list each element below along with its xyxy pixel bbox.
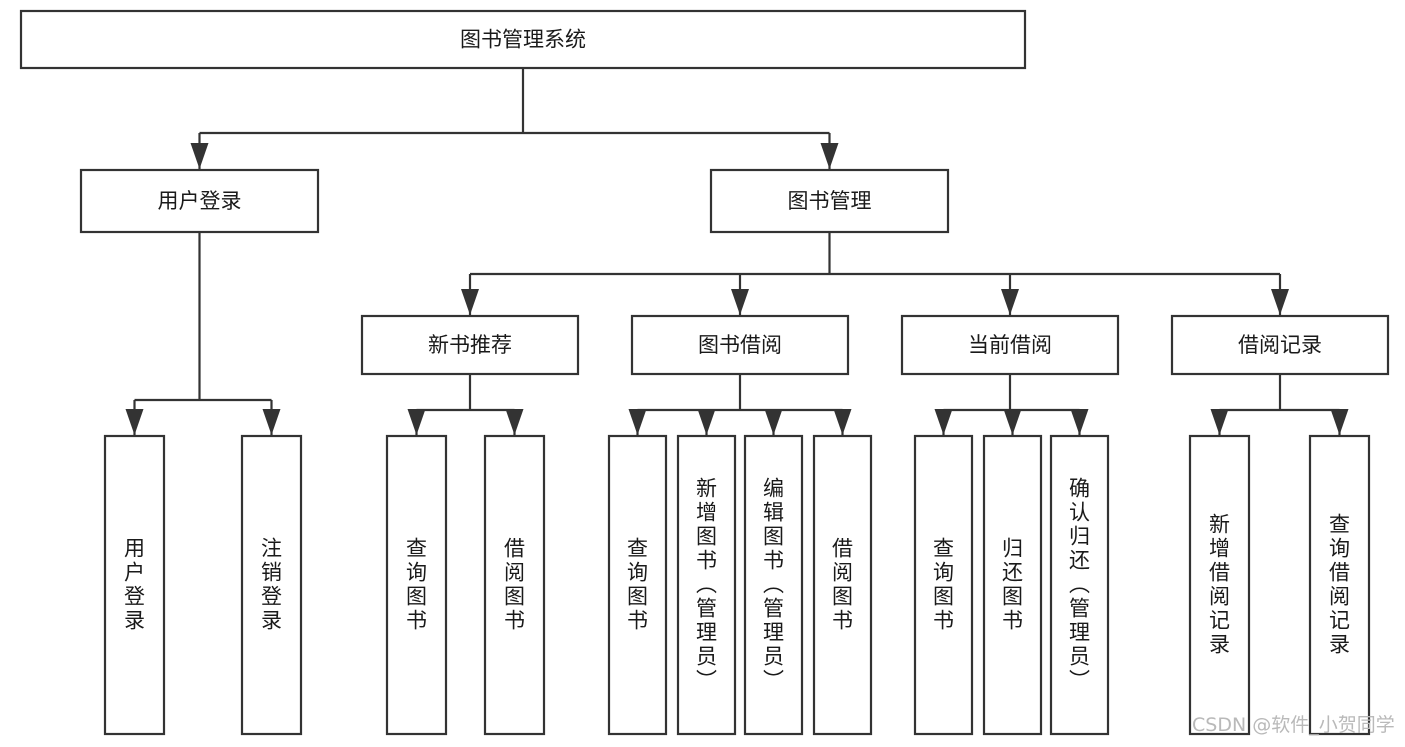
node-label-leaf-cur-query-book: 查询图书 <box>933 537 954 633</box>
arrow-head-icon-user-login <box>190 143 209 169</box>
node-box-leaf-borrow-query-book[interactable] <box>607 434 668 736</box>
node-label-leaf-rec-borrow-book: 借阅图书 <box>504 537 525 633</box>
node-box-leaf-borrow-edit-book[interactable] <box>743 434 804 736</box>
node-label-leaf-borrow-edit-book: 编辑图书︵管理员︶ <box>763 477 784 693</box>
node-label-leaf-borrow-query-book: 查询图书 <box>627 537 648 633</box>
node-label-borrow-record: 借阅记录 <box>1238 333 1322 357</box>
node-label-leaf-rec-query-book: 查询图书 <box>406 537 427 633</box>
arrow-head-icon-leaf-cur-return-book <box>1003 409 1022 435</box>
arrow-head-icon-leaf-borrow-edit-book <box>764 409 783 435</box>
node-user-login[interactable]: 用户登录 <box>79 168 320 234</box>
arrow-head-icon-leaf-borrow-query-book <box>628 409 647 435</box>
node-leaf-user-logout[interactable]: 注销登录 <box>240 434 303 736</box>
node-book-borrow[interactable]: 图书借阅 <box>630 314 850 376</box>
arrow-head-icon-book-borrow <box>731 289 749 315</box>
arrow-head-icon-leaf-rec-borrow-book <box>505 409 524 435</box>
node-leaf-rec-add-record[interactable]: 新增借阅记录 <box>1188 434 1251 736</box>
node-label-leaf-cur-return-book: 归还图书 <box>1002 537 1023 633</box>
arrow-head-icon-leaf-cur-query-book <box>934 409 953 435</box>
node-label-leaf-cur-confirm-return: 确认归还︵管理员︶ <box>1069 477 1090 693</box>
node-label-book-manage: 图书管理 <box>788 189 872 213</box>
node-book-manage[interactable]: 图书管理 <box>709 168 950 234</box>
node-label-leaf-rec-add-record: 新增借阅记录 <box>1209 513 1230 657</box>
node-leaf-cur-query-book[interactable]: 查询图书 <box>913 434 974 736</box>
node-box-leaf-borrow-borrow-book[interactable] <box>812 434 873 736</box>
node-leaf-borrow-query-book[interactable]: 查询图书 <box>607 434 668 736</box>
connectors-layer <box>125 68 1349 435</box>
node-box-root[interactable] <box>19 9 1027 70</box>
node-box-leaf-cur-confirm-return[interactable] <box>1049 434 1110 736</box>
node-box-leaf-rec-query-book[interactable] <box>385 434 448 736</box>
node-label-current-borrow: 当前借阅 <box>968 333 1052 357</box>
node-box-current-borrow[interactable] <box>900 314 1120 376</box>
node-leaf-borrow-edit-book[interactable]: 编辑图书︵管理员︶ <box>743 434 804 736</box>
node-label-user-login: 用户登录 <box>158 189 242 213</box>
node-label-leaf-borrow-borrow-book: 借阅图书 <box>832 537 853 633</box>
node-label-book-borrow: 图书借阅 <box>698 333 782 357</box>
node-box-leaf-user-logout[interactable] <box>240 434 303 736</box>
arrow-head-icon-leaf-cur-confirm-return <box>1070 409 1089 435</box>
node-new-book-rec[interactable]: 新书推荐 <box>360 314 580 376</box>
node-box-leaf-rec-query-record[interactable] <box>1308 434 1371 736</box>
node-label-root: 图书管理系统 <box>460 28 586 52</box>
node-leaf-borrow-add-book[interactable]: 新增图书︵管理员︶ <box>676 434 737 736</box>
node-box-leaf-cur-query-book[interactable] <box>913 434 974 736</box>
arrow-head-icon-leaf-rec-add-record <box>1210 409 1229 435</box>
node-root[interactable]: 图书管理系统 <box>19 9 1027 70</box>
node-box-user-login[interactable] <box>79 168 320 234</box>
node-box-leaf-cur-return-book[interactable] <box>982 434 1043 736</box>
node-box-book-manage[interactable] <box>709 168 950 234</box>
arrow-head-icon-borrow-record <box>1271 289 1289 315</box>
arrow-head-icon-book-manage <box>820 143 839 169</box>
node-leaf-rec-query-book[interactable]: 查询图书 <box>385 434 448 736</box>
arrow-head-icon-leaf-user-logout <box>262 409 281 435</box>
node-leaf-rec-query-record[interactable]: 查询借阅记录 <box>1308 434 1371 736</box>
node-box-leaf-borrow-add-book[interactable] <box>676 434 737 736</box>
arrow-head-icon-new-book-rec <box>461 289 479 315</box>
nodes-layer: 图书管理系统用户登录图书管理新书推荐图书借阅当前借阅借阅记录用户登录注销登录查询… <box>19 9 1390 736</box>
node-box-new-book-rec[interactable] <box>360 314 580 376</box>
node-leaf-rec-borrow-book[interactable]: 借阅图书 <box>483 434 546 736</box>
node-borrow-record[interactable]: 借阅记录 <box>1170 314 1390 376</box>
node-box-borrow-record[interactable] <box>1170 314 1390 376</box>
node-label-new-book-rec: 新书推荐 <box>428 333 512 357</box>
node-leaf-borrow-borrow-book[interactable]: 借阅图书 <box>812 434 873 736</box>
node-label-leaf-user-logout: 注销登录 <box>261 537 282 633</box>
arrow-head-icon-current-borrow <box>1001 289 1019 315</box>
arrow-head-icon-leaf-borrow-add-book <box>697 409 716 435</box>
node-label-leaf-borrow-add-book: 新增图书︵管理员︶ <box>696 477 717 693</box>
node-box-leaf-user-login[interactable] <box>103 434 166 736</box>
node-box-book-borrow[interactable] <box>630 314 850 376</box>
node-box-leaf-rec-add-record[interactable] <box>1188 434 1251 736</box>
node-label-leaf-rec-query-record: 查询借阅记录 <box>1329 513 1350 657</box>
node-leaf-cur-confirm-return[interactable]: 确认归还︵管理员︶ <box>1049 434 1110 736</box>
arrow-head-icon-leaf-user-login <box>125 409 144 435</box>
arrow-head-icon-leaf-rec-query-record <box>1330 409 1349 435</box>
arrow-head-icon-leaf-rec-query-book <box>407 409 426 435</box>
csdn-watermark: CSDN @软件_小贺同学 <box>1192 714 1395 736</box>
arrow-head-icon-leaf-borrow-borrow-book <box>833 409 852 435</box>
node-current-borrow[interactable]: 当前借阅 <box>900 314 1120 376</box>
node-box-leaf-rec-borrow-book[interactable] <box>483 434 546 736</box>
node-leaf-user-login[interactable]: 用户登录 <box>103 434 166 736</box>
node-label-leaf-user-login: 用户登录 <box>124 537 145 633</box>
node-leaf-cur-return-book[interactable]: 归还图书 <box>982 434 1043 736</box>
